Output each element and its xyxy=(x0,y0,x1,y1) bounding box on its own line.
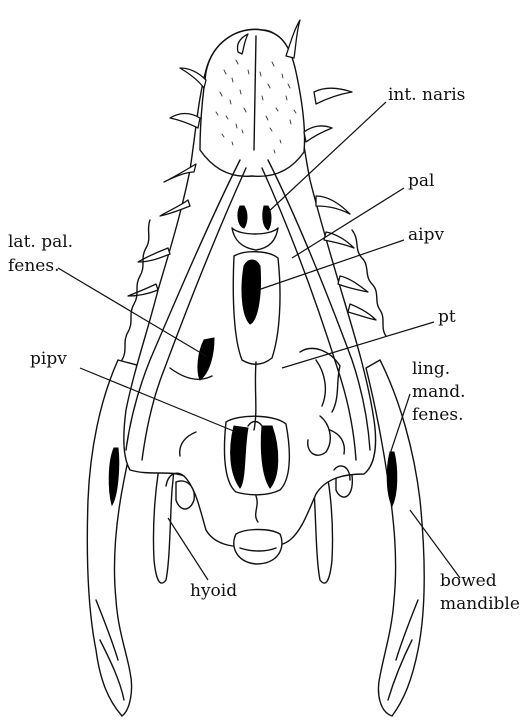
tooth xyxy=(348,304,376,320)
occipital-condyle xyxy=(234,530,282,565)
leader-hyoid xyxy=(168,518,208,580)
label-ling-mand-fenes-line2: mand. xyxy=(412,382,466,402)
tooth xyxy=(286,20,300,58)
label-bowed-mandible-line1: bowed xyxy=(440,571,497,591)
label-pipv: pipv xyxy=(30,349,67,369)
label-lat-pal-fenes-line2: fenes. xyxy=(8,256,60,276)
tooth xyxy=(338,276,368,292)
label-bowed-mandible-line2: mandible xyxy=(440,594,520,614)
label-aipv: aipv xyxy=(408,225,444,245)
label-hyoid: hyoid xyxy=(190,581,237,601)
tooth xyxy=(314,88,352,104)
tooth xyxy=(128,284,158,296)
right-tooth-row xyxy=(352,230,386,336)
tooth xyxy=(180,68,206,88)
label-int-naris: int. naris xyxy=(388,85,465,105)
tooth xyxy=(170,114,200,129)
label-pt: pt xyxy=(438,307,456,327)
label-ling-mand-fenes-line1: ling. xyxy=(412,359,450,379)
tooth xyxy=(316,196,350,214)
label-lat-pal-fenes-line1: lat. pal. xyxy=(8,232,73,252)
label-ling-mand-fenes-line3: fenes. xyxy=(412,405,464,425)
tooth xyxy=(304,126,332,142)
label-pal: pal xyxy=(408,171,434,191)
